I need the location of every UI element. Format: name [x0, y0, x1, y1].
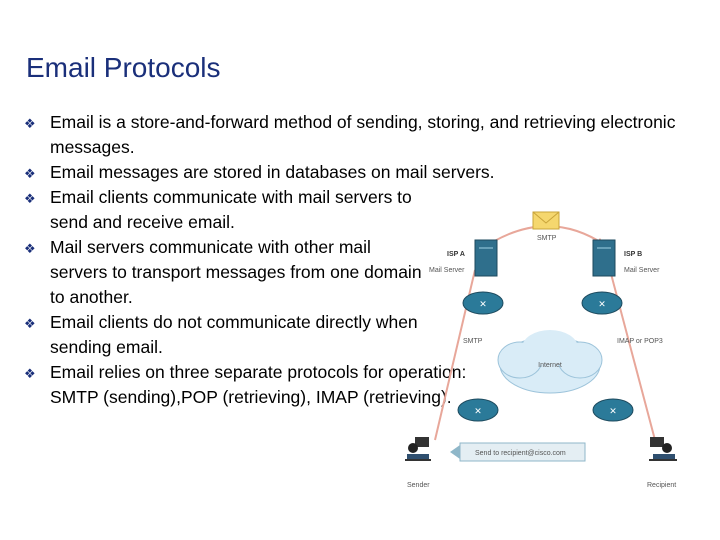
svg-text:✕: ✕	[479, 300, 487, 310]
router-a-icon: ✕	[462, 291, 504, 315]
bullet-item: ❖ Email relies on three separate protocol…	[22, 360, 480, 410]
mail-server-b-icon	[592, 239, 616, 277]
imap-pop-label: IMAP or POP3	[617, 338, 663, 345]
isp-b-label: ISP B	[624, 251, 642, 258]
bullet-item: ❖ Email clients do not communicate direct…	[22, 310, 430, 360]
bullet-text: Email messages are stored in databases o…	[50, 162, 495, 182]
bullet-text: Email is a store-and-forward method of s…	[50, 112, 676, 157]
mail-server-a-label: Mail Server	[429, 267, 465, 274]
bullet-item: ❖ Email clients communicate with mail ser…	[22, 185, 430, 235]
bullet-diamond-icon: ❖	[24, 191, 36, 206]
recipient-person-icon	[649, 437, 677, 461]
router-c-icon: ✕	[457, 398, 499, 422]
message-text: Send to recipient@cisco.com	[475, 450, 566, 457]
mail-server-b-label: Mail Server	[624, 267, 660, 274]
isp-a-label: ISP A	[447, 251, 465, 258]
envelope-icon	[532, 211, 560, 230]
bullet-diamond-icon: ❖	[24, 241, 36, 256]
bullet-text: Mail servers communicate with other mail…	[50, 237, 422, 307]
bullet-item: ❖ Mail servers communicate with other mai…	[22, 235, 430, 310]
bullet-diamond-icon: ❖	[24, 116, 36, 131]
bullet-text: Email relies on three separate protocols…	[50, 362, 467, 407]
email-network-diagram: SMTP ISP A Mail Server ISP B Mail Server…	[405, 211, 677, 489]
slide-title: Email Protocols	[26, 52, 221, 83]
bullet-list: ❖ Email is a store-and-forward method of …	[22, 110, 692, 410]
smtp-top-label: SMTP	[537, 235, 557, 242]
sender-label: Sender	[407, 482, 430, 489]
internet-label: Internet	[538, 362, 562, 369]
bullet-diamond-icon: ❖	[24, 316, 36, 331]
internet-cloud-icon	[497, 330, 603, 394]
bullet-text: Email clients communicate with mail serv…	[50, 187, 412, 232]
svg-text:✕: ✕	[474, 407, 482, 417]
message-banner	[450, 442, 586, 462]
bullet-text: Email clients do not communicate directl…	[50, 312, 418, 357]
sender-person-icon	[405, 437, 431, 461]
mail-server-a-icon	[474, 239, 498, 277]
bullet-diamond-icon: ❖	[24, 166, 36, 181]
router-b-icon: ✕	[581, 291, 623, 315]
bullet-diamond-icon: ❖	[24, 366, 36, 381]
bullet-item: ❖ Email is a store-and-forward method of …	[22, 110, 692, 160]
bullet-item: ❖ Email messages are stored in databases …	[22, 160, 692, 185]
router-d-icon: ✕	[592, 398, 634, 422]
smtp-left-label: SMTP	[463, 338, 483, 345]
svg-text:✕: ✕	[598, 300, 606, 310]
svg-text:✕: ✕	[609, 407, 617, 417]
recipient-label: Recipient	[647, 482, 676, 489]
